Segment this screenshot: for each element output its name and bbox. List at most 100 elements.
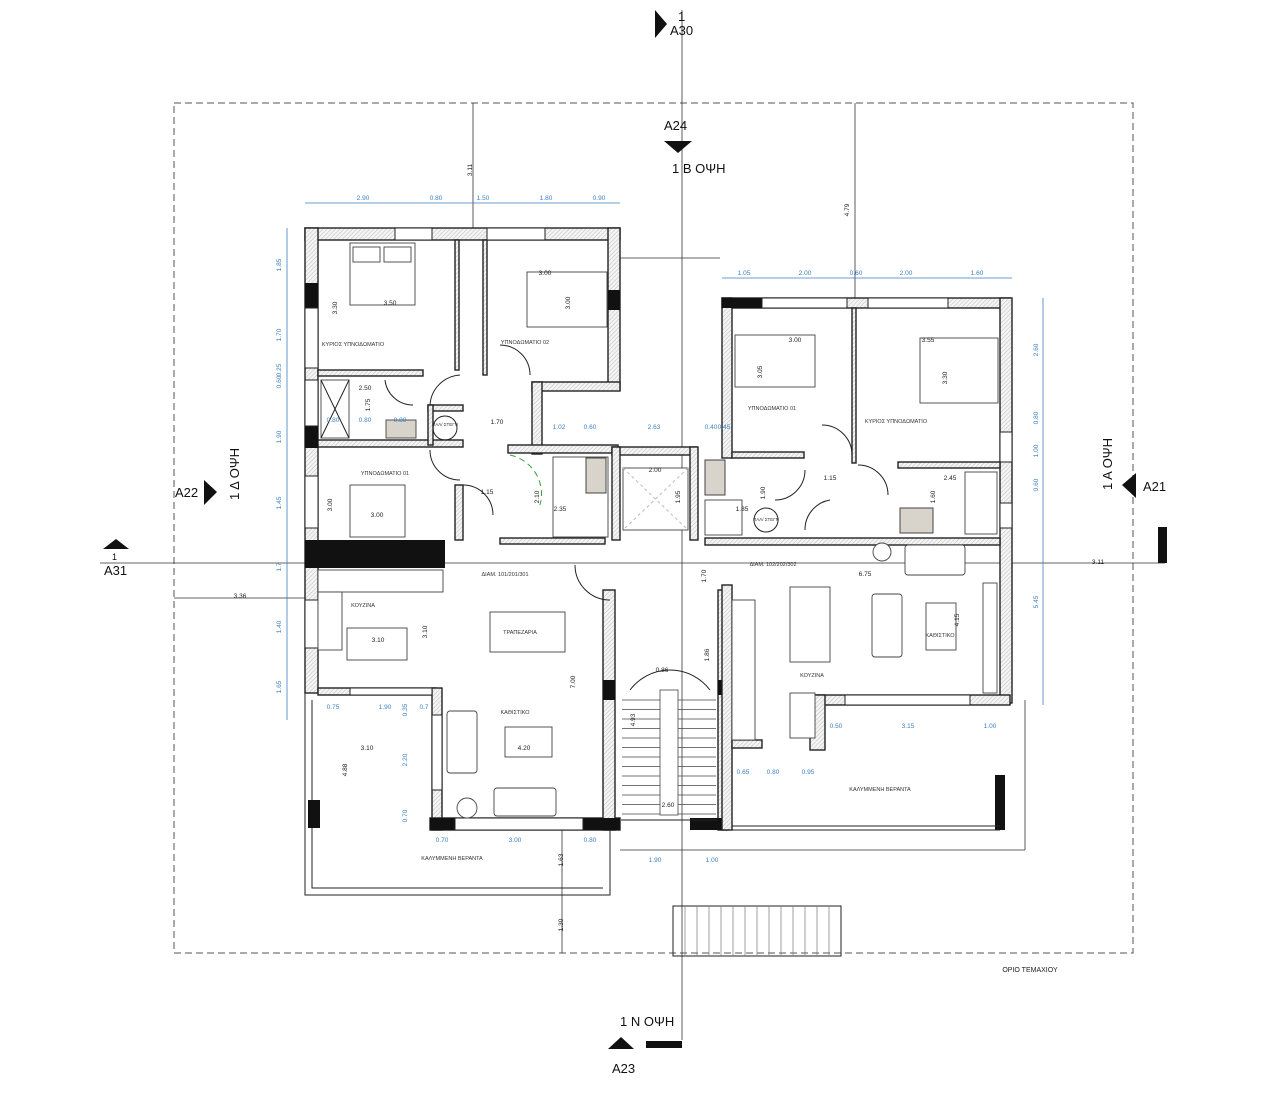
wall [507,444,619,454]
dimension-label: 1.70 [491,419,504,426]
window[interactable] [349,687,433,696]
dimension-label: 3.10 [372,637,385,644]
washbasin [585,457,607,494]
window[interactable] [431,714,443,791]
window[interactable] [304,307,319,369]
window[interactable] [844,694,971,706]
section-marker-west: A22 1 Δ ΟΨΗ [175,448,242,505]
pillow [352,246,381,263]
window[interactable] [394,227,433,241]
window[interactable] [454,817,584,831]
washbasin [704,459,726,496]
dimension-label: 4.93 [630,713,637,726]
dimension-label: 4.79 [844,203,851,216]
window[interactable] [761,297,848,309]
dimension-label: 3.36 [234,593,247,600]
balcony-edge [732,825,1000,831]
door-swing[interactable] [857,464,889,496]
dimension-label: 3.05 [757,365,764,378]
wall [454,239,460,371]
wall [721,584,733,831]
room-label: ΚΑΛΥΜΜΕΝΗ ΒΕΡΑΝΤΑ [421,856,483,862]
dimension-label: 3.00 [327,498,334,511]
marker-label: 1 Α ΟΨΗ [1100,438,1115,490]
marker-label: 1 Δ ΟΨΗ [227,448,242,500]
door-swing[interactable] [462,484,494,516]
window[interactable] [999,431,1013,463]
door-swing[interactable] [429,374,461,406]
window[interactable] [999,502,1013,529]
dimension-label-blue: 1.7 [276,562,283,571]
dimension-label-blue: 2.00 [799,270,812,277]
dimension-label-blue: 0.65 [737,769,750,776]
wall [721,297,733,459]
room-label: ΚΑΘΙΣΤΙΚΟ [500,710,530,716]
door-swing[interactable] [821,424,853,456]
left-apartment [304,227,621,896]
balcony-outline [304,690,611,896]
dining-table [489,611,566,653]
marker-label: 1 Β ΟΨΗ [672,161,726,176]
window[interactable] [867,297,949,309]
door-swing[interactable] [629,669,711,691]
dimension-label: 3.00 [565,296,572,309]
sofa [871,593,903,658]
side-table [456,797,478,819]
arrow-up-icon [608,1037,634,1049]
wall-column [308,800,320,828]
dimension-label: 3.30 [942,371,949,384]
dimension-label-blue: 0.80 [394,417,407,424]
section-cut-mark [1158,527,1167,563]
door-swing[interactable] [499,344,531,376]
window[interactable] [304,475,319,529]
dimension-label: 3.10 [422,625,429,638]
dimension-label-blue: 1.05 [738,270,751,277]
dimension-label-blue: 1.02 [553,424,566,431]
marker-number: 1 [678,9,685,24]
dimension-label-blue: 0.7 [419,704,428,711]
section-marker-left: 1 A31 [103,539,129,578]
dimension-label-blue: 1.85 [276,258,283,271]
dimension-label-blue: 0.60 [1033,478,1040,491]
wall [317,369,424,377]
window[interactable] [304,599,319,649]
wall-column [305,540,445,568]
dimension-label: 3.11 [467,164,474,177]
dimension-label-blue: 1.50 [477,195,490,202]
dimension-label-blue: 0.80 [1033,411,1040,424]
tv-unit [982,582,998,694]
wall-column [430,818,455,830]
dimension-label: 3.10 [361,745,374,752]
dimension-label: 1.86 [704,648,711,661]
door-swing[interactable] [574,564,611,601]
room-labels: ΚΥΡΙΟΣ ΥΠΝΟΔΩΜΑΤΙΟ ΥΠΝΟΔΩΜΑΤΙΟ 02 ΥΠΝΟΔΩ… [322,340,955,862]
dimension-label: 3.50 [384,300,397,307]
dimension-label-blue: 2.90 [357,195,370,202]
staircase[interactable] [621,689,717,821]
dimension-label: 2.10 [534,490,541,503]
dimension-label: 1.70 [701,569,708,582]
door-swing[interactable] [774,469,806,501]
dimension-label-blue: 0.60 [276,375,283,388]
dimension-label-blue: 1.70 [276,328,283,341]
door-swing[interactable] [429,449,461,481]
dimension-label-blue: 2.00 [900,270,913,277]
dimension-label-blue: 2.63 [648,424,661,431]
dimension-label: 1.75 [365,398,372,411]
arrow-down-icon [664,141,692,153]
sofa [446,710,478,774]
fridge [789,692,816,739]
apartment-label: ΔΙΑΜ. 101/201/301 [481,572,528,578]
door-swing[interactable] [384,379,414,406]
dimension-label-blue: 0.90 [593,195,606,202]
dimension-label-blue: 1.45 [276,496,283,509]
wall [482,239,488,376]
dimension-label-blue: 0.80 [327,417,340,424]
door-swing[interactable] [804,499,831,531]
wall-column [608,290,620,310]
dimension-label-blue: 0.45 [718,424,731,431]
wall-column [305,426,318,448]
stair-well [659,689,679,816]
window[interactable] [486,227,546,241]
window[interactable] [304,379,319,427]
